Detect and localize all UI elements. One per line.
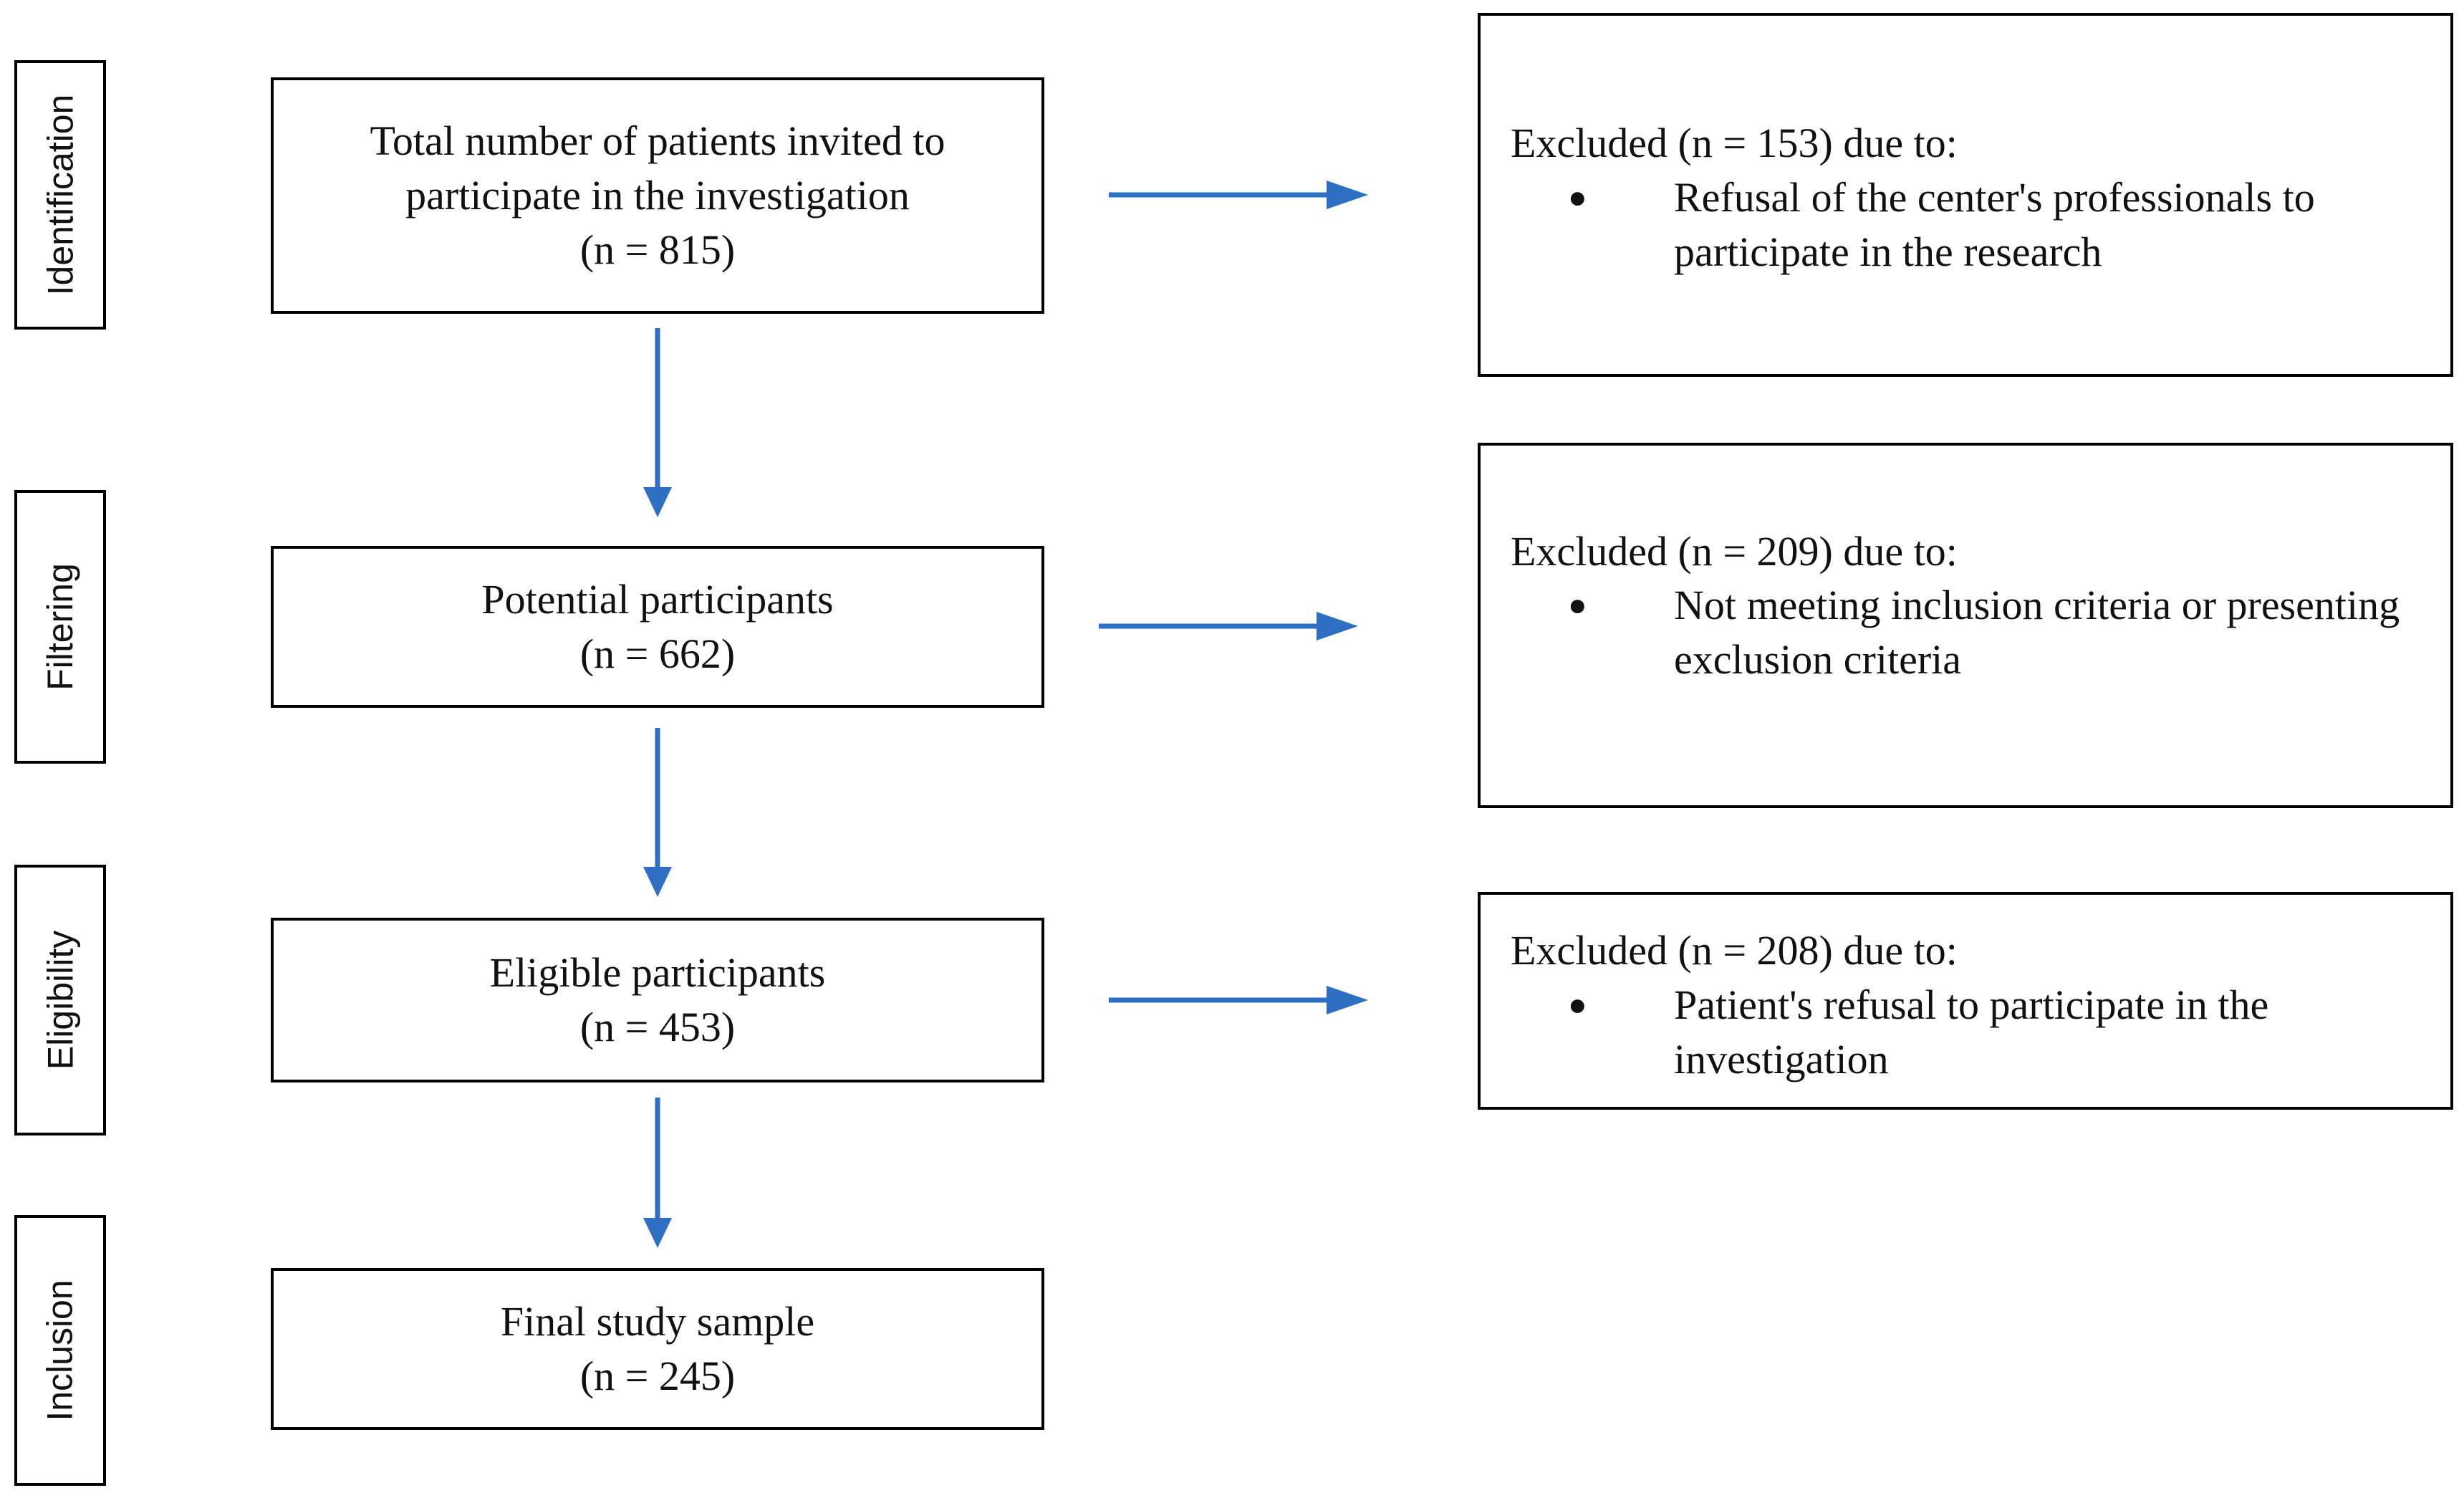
final-count: (n = 245) — [579, 1353, 736, 1399]
arrow-down-2 — [643, 728, 672, 897]
bullet-icon: ● — [1568, 987, 1587, 1022]
eligible-count: (n = 453) — [579, 1004, 736, 1050]
potential-count: (n = 662) — [579, 630, 736, 677]
final-label: Final study sample — [500, 1298, 815, 1345]
eligible-label: Eligible participants — [489, 949, 826, 996]
exclusion-box-3: Excluded (n = 208) due to: ● Patient's r… — [1478, 892, 2453, 1110]
exclusion-reason: Refusal of the center's professionals to… — [1674, 174, 2315, 275]
invited-box: Total number of patients invited to part… — [271, 77, 1044, 314]
eligible-box: Eligible participants (n = 453) — [271, 918, 1044, 1082]
exclusion-box-1: Excluded (n = 153) due to: ● Refusal of … — [1478, 13, 2453, 377]
arrow-down-1 — [643, 328, 672, 517]
invited-line-1: Total number of patients invited to — [370, 117, 945, 164]
potential-label: Potential participants — [481, 576, 834, 623]
stage-label: Filtering — [40, 563, 80, 691]
exclusion-heading: Excluded (n = 153) due to: — [1511, 120, 1958, 166]
stage-filtering: Filtering — [14, 490, 106, 764]
stage-identification: Identification — [14, 60, 106, 330]
stage-eligibility: Eligibility — [14, 865, 106, 1135]
stage-label: Eligibility — [40, 930, 81, 1070]
arrow-right-3 — [1109, 986, 1368, 1014]
stage-inclusion: Inclusion — [14, 1215, 106, 1486]
exclusion-reason: Patient's refusal to participate in the … — [1674, 981, 2269, 1082]
stage-label: Identification — [40, 94, 80, 296]
bullet-icon: ● — [1568, 587, 1587, 623]
invited-line-2: participate in the investigation — [405, 172, 910, 219]
exclusion-box-2: Excluded (n = 209) due to: ● Not meeting… — [1478, 443, 2453, 808]
arrow-right-1 — [1109, 181, 1368, 209]
arrow-down-3 — [643, 1098, 672, 1248]
invited-count: (n = 815) — [579, 226, 736, 273]
potential-box: Potential participants (n = 662) — [271, 546, 1044, 708]
final-box: Final study sample (n = 245) — [271, 1268, 1044, 1430]
exclusion-heading: Excluded (n = 208) due to: — [1511, 927, 1958, 974]
bullet-icon: ● — [1568, 180, 1587, 215]
exclusion-heading: Excluded (n = 209) due to: — [1511, 528, 1958, 575]
arrow-right-2 — [1099, 612, 1358, 640]
stage-label: Inclusion — [40, 1279, 80, 1421]
exclusion-reason: Not meeting inclusion criteria or presen… — [1674, 582, 2400, 683]
